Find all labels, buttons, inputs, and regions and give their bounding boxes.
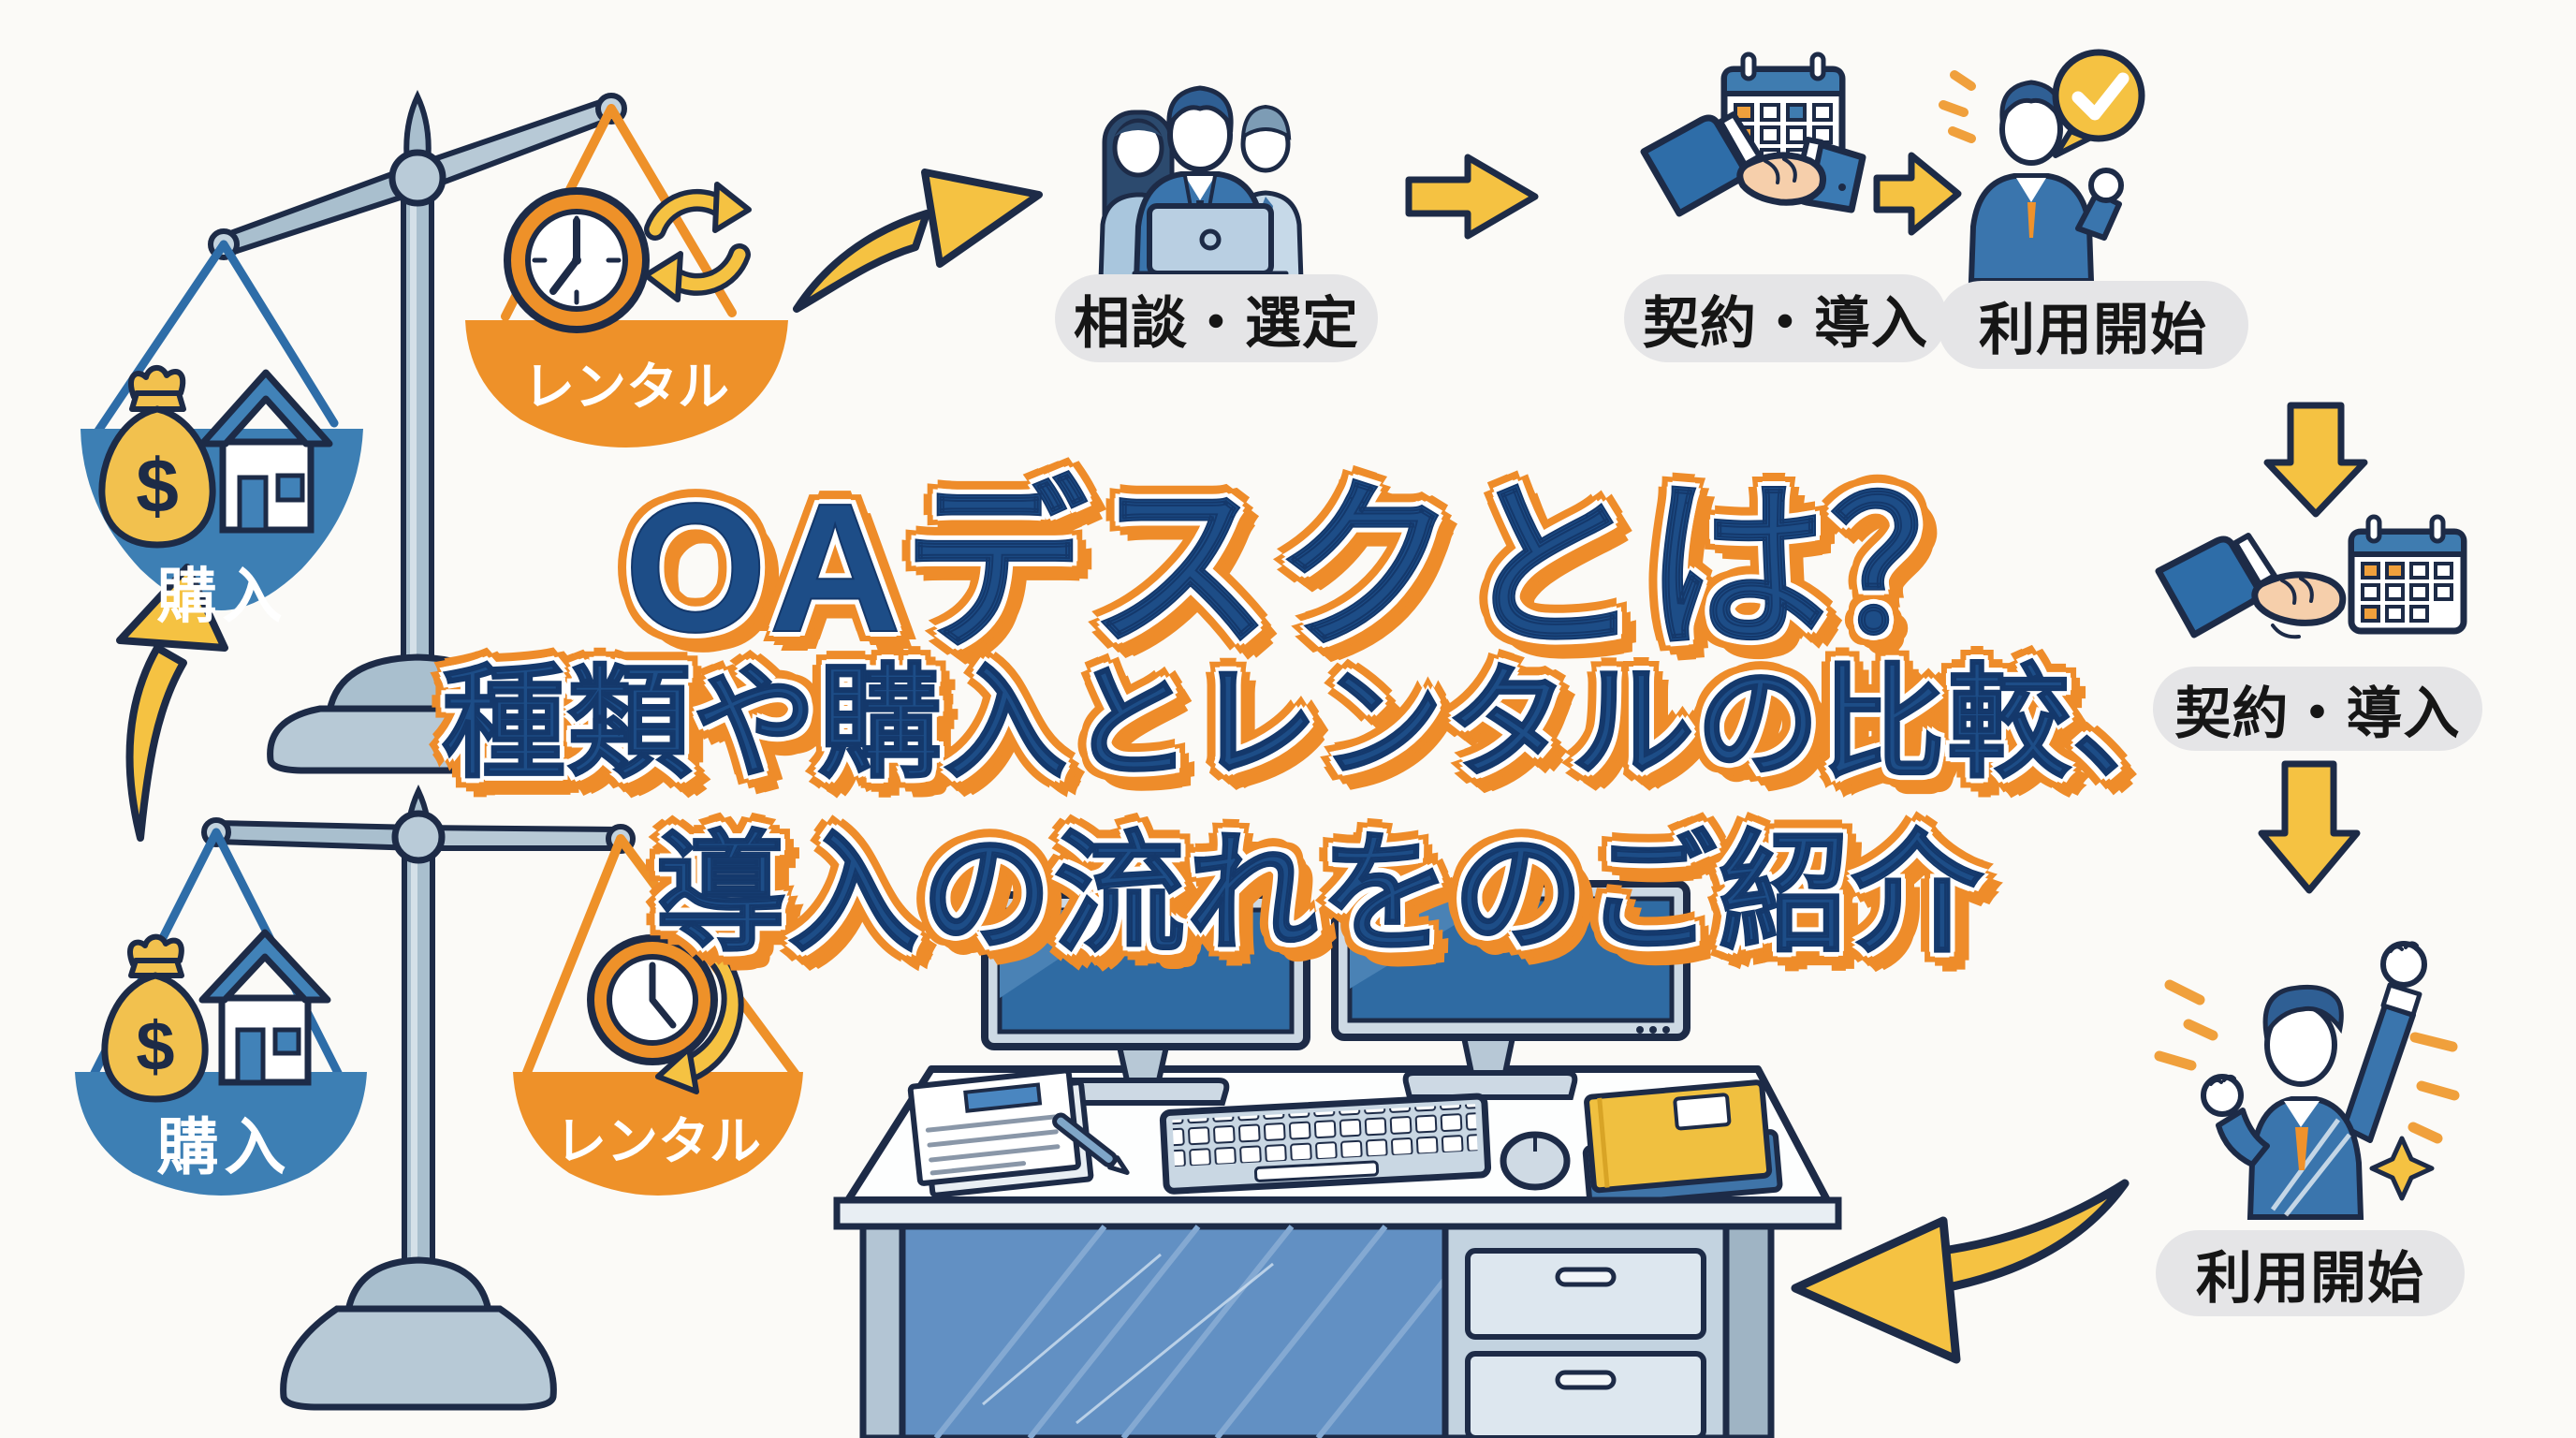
desk-back-panel	[899, 1223, 1449, 1438]
emphasis-dashes	[2154, 979, 2460, 1144]
drawer-handle	[1555, 1370, 1617, 1390]
desk-illustration	[833, 880, 1842, 1438]
desk-leg-left	[859, 1223, 906, 1438]
dollar-symbol: $	[136, 444, 179, 529]
scale-balance-top: $	[80, 89, 788, 774]
arrow-down-2	[2258, 760, 2361, 894]
step-label-contract-top: 契約・導入	[1624, 274, 1947, 362]
step-label-contract-right: 契約・導入	[2153, 667, 2482, 751]
dollar-symbol: $	[136, 1007, 174, 1085]
house-icon-small	[198, 929, 331, 1086]
step-label-consultation: 相談・選定	[1055, 274, 1378, 362]
arrow-right-1	[1405, 154, 1539, 240]
monitor-left	[981, 891, 1310, 1106]
clock-history-icon	[587, 933, 744, 1094]
handshake-calendar-icon-top	[1640, 51, 1866, 217]
sparkle-icon	[2369, 1136, 2435, 1201]
desk-leg-right	[1722, 1223, 1775, 1438]
notebook-icon	[1582, 1079, 1783, 1209]
papers-icon	[907, 1067, 1094, 1198]
refresh-icon	[643, 182, 752, 302]
businessman-check-icon	[1939, 49, 2145, 284]
emphasis-dashes	[1939, 70, 1976, 143]
clock-icon	[504, 187, 650, 333]
calendar-icon	[2348, 514, 2467, 635]
check-bubble-icon	[2052, 49, 2145, 158]
arrow-down-1	[2263, 402, 2368, 518]
arrow-right-2	[1873, 152, 1962, 236]
keyboard-icon	[1159, 1093, 1492, 1195]
drawer-top	[1465, 1248, 1706, 1340]
mouse-icon	[1500, 1131, 1571, 1191]
consultation-people-icon	[1098, 85, 1304, 292]
handshake-icon	[1640, 111, 1866, 217]
arrow-curved-up	[116, 564, 228, 842]
arrow-curved-to-flow	[793, 169, 1043, 313]
drawer-bottom	[1465, 1351, 1706, 1438]
house-icon	[198, 369, 333, 534]
money-bag-icon-small: $	[101, 933, 209, 1103]
scale-pivot	[388, 149, 446, 207]
handshake-icon	[2155, 533, 2347, 639]
arrow-curved-to-desk	[1791, 1179, 2130, 1364]
pen-icon	[1052, 1112, 1130, 1175]
desk-drawers	[1442, 1223, 1775, 1438]
money-bag-icon: $	[98, 365, 216, 549]
drawer-handle	[1555, 1267, 1617, 1287]
monitor-right	[1331, 880, 1690, 1100]
desk-edge	[833, 1196, 1842, 1230]
step-label-start-right: 利用開始	[2156, 1230, 2465, 1316]
step-label-start-top: 利用開始	[1938, 281, 2248, 369]
businessman-celebrating-icon	[2154, 941, 2460, 1220]
handshake-calendar-icon-right	[2155, 514, 2467, 639]
scale-balance-bottom: $	[75, 784, 803, 1411]
